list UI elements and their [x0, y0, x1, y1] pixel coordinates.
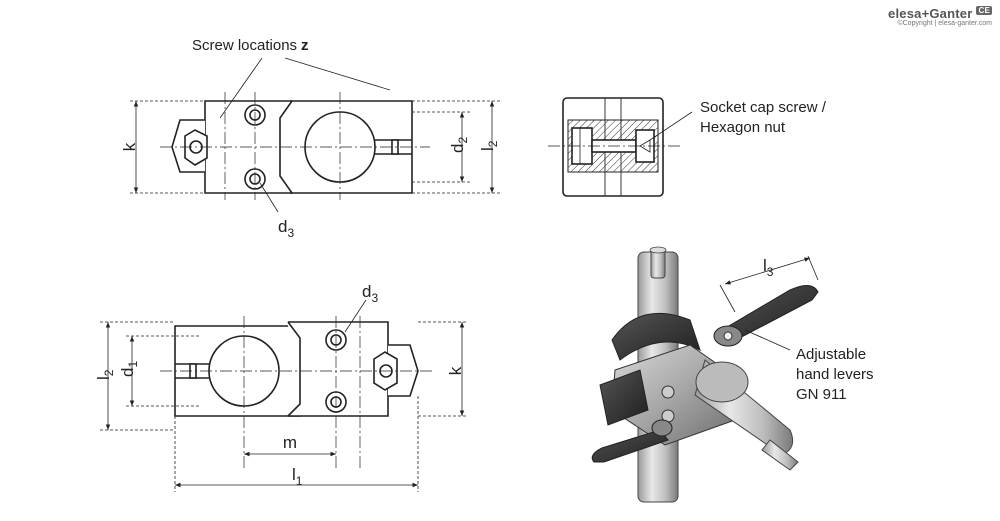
screw-locations-text: Screw locations [192, 37, 297, 54]
iso-dim-l3: l3 [763, 256, 774, 279]
top-dim-k: k [120, 142, 139, 151]
iso-callout-line3: GN 911 [796, 386, 847, 403]
top-dim-d3-sub: 3 [287, 226, 294, 240]
front-dim-d1-letter: d [118, 368, 137, 377]
top-dim-d2-letter: d [448, 144, 467, 153]
section-callout-line1: Socket cap screw / [700, 99, 827, 116]
svg-text:d2: d2 [448, 137, 470, 153]
front-dim-m: m [283, 433, 297, 452]
top-dim-d3: d3 [278, 217, 294, 240]
brand-name: elesa+Ganter [888, 6, 973, 21]
brand-copyright: ©Copyright | elesa-ganter.com [897, 20, 992, 27]
top-dim-l2-letter: l [478, 147, 497, 151]
top-dim-l2-sub: 2 [486, 140, 500, 147]
front-view [100, 299, 468, 492]
front-dim-l1-sub: 1 [296, 474, 303, 488]
iso-dim-l3-letter: l [763, 256, 767, 275]
iso-callout-line2: hand levers [796, 366, 874, 383]
top-dim-d2-sub: 2 [456, 137, 470, 144]
front-dim-d3: d3 [362, 282, 378, 305]
isometric-view [591, 246, 819, 503]
front-dim-l2-sub: 2 [102, 369, 116, 376]
top-dim-d2: d2 [448, 137, 470, 153]
svg-text:l2: l2 [478, 140, 500, 151]
section-callout-line2: Hexagon nut [700, 119, 786, 136]
section-view [548, 97, 693, 197]
top-dim-d3-letter: d [278, 217, 287, 236]
front-dim-l2-letter: l [94, 376, 113, 380]
svg-text:l2: l2 [94, 369, 116, 380]
svg-text:d1: d1 [118, 361, 140, 377]
front-dim-d3-sub: 3 [371, 291, 378, 305]
ce-mark: CE [976, 6, 992, 15]
front-dim-l1-letter: l [292, 465, 296, 484]
top-dim-l2: l2 [478, 140, 500, 151]
front-dim-d1: d1 [118, 361, 140, 377]
front-dim-k: k [446, 366, 465, 375]
front-dim-d1-sub: 1 [126, 361, 140, 368]
front-dim-l2: l2 [94, 369, 116, 380]
screw-locations-symbol: z [301, 37, 309, 54]
front-dim-l1: l1 [292, 465, 303, 488]
top-view [130, 57, 500, 213]
iso-dim-l3-sub: 3 [767, 265, 774, 279]
front-dim-d3-letter: d [362, 282, 371, 301]
iso-callout-line1: Adjustable [796, 346, 866, 363]
